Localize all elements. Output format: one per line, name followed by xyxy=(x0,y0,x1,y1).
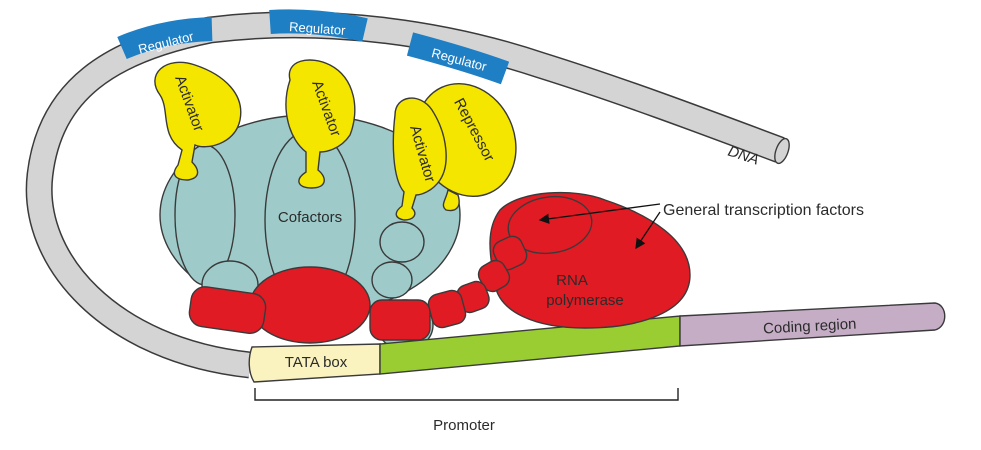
tata-box-label: TATA box xyxy=(285,354,348,371)
lower-dna xyxy=(248,302,946,383)
tf-large-center xyxy=(249,266,371,344)
coding-region-segment xyxy=(679,302,946,347)
rna-polymerase-label-line2: polymerase xyxy=(546,292,624,309)
tf-block-left xyxy=(188,286,267,334)
activator-1: Activator xyxy=(154,61,242,181)
text-labels: Regulator Regulator Regulator DNA Cofact… xyxy=(137,19,864,434)
tf-top-oval xyxy=(507,195,593,255)
activator-3: Activator xyxy=(392,97,447,221)
tf-pointer-arrows xyxy=(538,203,661,250)
arrow-to-top-oval xyxy=(538,203,661,224)
general-transcription-factors-label: General transcription factors xyxy=(663,202,864,219)
promoter-bracket xyxy=(254,388,679,401)
tf-block-right xyxy=(369,299,431,341)
promoter-label: Promoter xyxy=(433,417,495,434)
arrow-to-rna-polymerase xyxy=(635,211,661,250)
cofactors-label: Cofactors xyxy=(278,209,342,226)
regulator-segment-2 xyxy=(269,9,368,42)
tf-chain-1 xyxy=(492,235,528,271)
regulator-segment-1 xyxy=(117,17,213,60)
regulator-segment-3 xyxy=(406,32,510,85)
regulator-segments xyxy=(117,9,510,85)
tata-box-segment xyxy=(248,343,381,383)
activator-2: Activator xyxy=(285,59,356,189)
transcription-factors xyxy=(188,191,691,344)
coding-region-label: Coding region xyxy=(763,316,857,338)
cofactor-small-lower xyxy=(371,261,413,299)
rna-polymerase-label-line1: RNA xyxy=(556,272,588,289)
cofactor-small-upper xyxy=(379,221,425,263)
regulator-2-label: Regulator xyxy=(289,19,347,38)
